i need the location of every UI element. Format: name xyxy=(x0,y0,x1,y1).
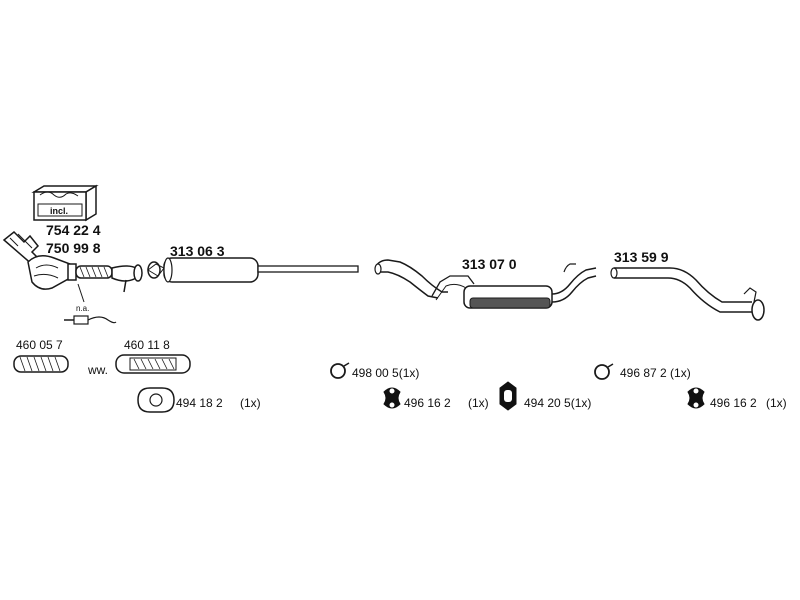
flex-pipe-a xyxy=(13,355,69,373)
part-number-clamp-rear: 496 87 2 (1x) xyxy=(620,366,691,380)
part-number-gasket: 494 18 2 xyxy=(176,396,223,410)
part-number-hanger-mid-b: 494 20 5(1x) xyxy=(524,396,592,410)
rubber-hanger-icon-a xyxy=(383,387,401,409)
part-number-clamp-mid: 498 00 5(1x) xyxy=(352,366,420,380)
middle-silencer xyxy=(374,259,597,309)
flex-pipe-b xyxy=(115,354,191,374)
part-number-rear: 313 59 9 xyxy=(614,249,669,265)
hanger-mid-a-quantity: (1x) xyxy=(468,396,489,410)
not-available-note: n.a. xyxy=(76,304,90,313)
rubber-hanger-icon-b xyxy=(499,381,517,411)
part-number-flex-a: 460 05 7 xyxy=(16,338,63,352)
rear-pipe xyxy=(610,267,765,321)
rubber-hanger-icon-rear xyxy=(687,387,705,409)
front-silencer xyxy=(147,257,359,283)
part-number-hanger-rear: 496 16 2 xyxy=(710,396,757,410)
incl-label: incl. xyxy=(50,206,69,216)
clamp-icon-rear xyxy=(594,363,614,380)
gasket-icon xyxy=(137,387,175,413)
ww-note: ww. xyxy=(88,363,109,377)
clamp-icon xyxy=(330,362,350,379)
lambda-sensor xyxy=(64,315,117,325)
part-number-middle: 313 07 0 xyxy=(462,256,517,272)
part-number-cat-b: 750 99 8 xyxy=(46,240,101,256)
part-number-hanger-mid-a: 496 16 2 xyxy=(404,396,451,410)
gasket-quantity: (1x) xyxy=(240,396,261,410)
part-number-flex-b: 460 11 8 xyxy=(124,338,170,352)
part-number-front: 313 06 3 xyxy=(170,243,225,259)
hanger-rear-quantity: (1x) xyxy=(766,396,787,410)
part-number-cat-a: 754 22 4 xyxy=(46,222,101,238)
flex-pipe-on-cat xyxy=(75,264,143,303)
included-parts-box xyxy=(31,184,99,222)
